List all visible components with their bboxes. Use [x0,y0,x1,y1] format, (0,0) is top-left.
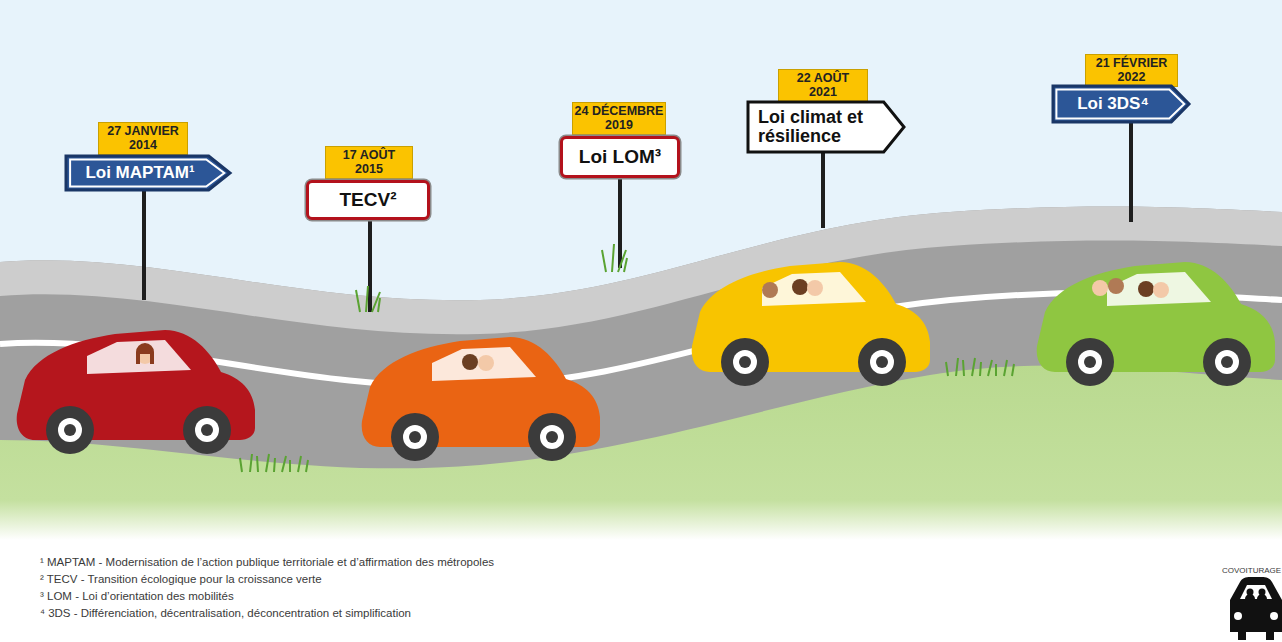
law-name: TECV² [340,190,397,210]
direction-sign: Loi 3DS⁴ [1053,86,1189,122]
date-text: 17 AOÛT 2015 [339,149,399,175]
date-text: 21 FÉVRIER 2022 [1092,57,1172,83]
date-tag: 17 AOÛT 2015 [325,146,413,179]
date-tag: 21 FÉVRIER 2022 [1085,54,1178,87]
sign-plate [66,156,230,190]
town-sign: Loi LOM³ [560,136,680,178]
footnote: ⁴ 3DS - Différenciation, décentralisatio… [40,607,411,619]
sign-border [1056,90,1184,119]
law-name: Loi climat et résilience [758,108,864,146]
date-tag: 22 AOÛT 2021 [778,69,868,102]
sign-poles [144,120,1131,312]
date-tag: 24 DÉCEMBRE 2019 [572,102,666,135]
town-sign: TECV² [306,180,430,220]
law-name: Loi 3DS⁴ [1077,95,1149,113]
carpool-icon [1230,577,1282,640]
law-name: Loi LOM³ [579,147,661,167]
footnote: ³ LOM - Loi d’orientation des mobilités [40,590,234,602]
grass-tufts [240,244,1014,472]
road [0,207,1282,469]
date-text: 22 AOÛT 2021 [793,72,853,98]
date-text: 27 JANVIER 2014 [103,125,183,151]
car-green [1037,262,1275,386]
date-tag: 27 JANVIER 2014 [98,122,188,155]
sign-plate [748,102,904,152]
footnote: ¹ MAPTAM - Modernisation de l’action pub… [40,556,494,568]
sign-border [70,159,224,186]
car-orange [362,337,600,461]
sign-plate [1053,86,1189,122]
date-text: 24 DÉCEMBRE 2019 [574,105,664,131]
icon-caption: COVOITURAGE [1222,566,1281,575]
direction-sign: Loi MAPTAM¹ [66,156,230,190]
direction-sign: Loi climat et résilience [748,102,904,152]
car-yellow [692,262,930,386]
car-red [17,330,255,454]
law-name: Loi MAPTAM¹ [85,164,194,182]
footnote: ² TECV - Transition écologique pour la c… [40,573,322,585]
